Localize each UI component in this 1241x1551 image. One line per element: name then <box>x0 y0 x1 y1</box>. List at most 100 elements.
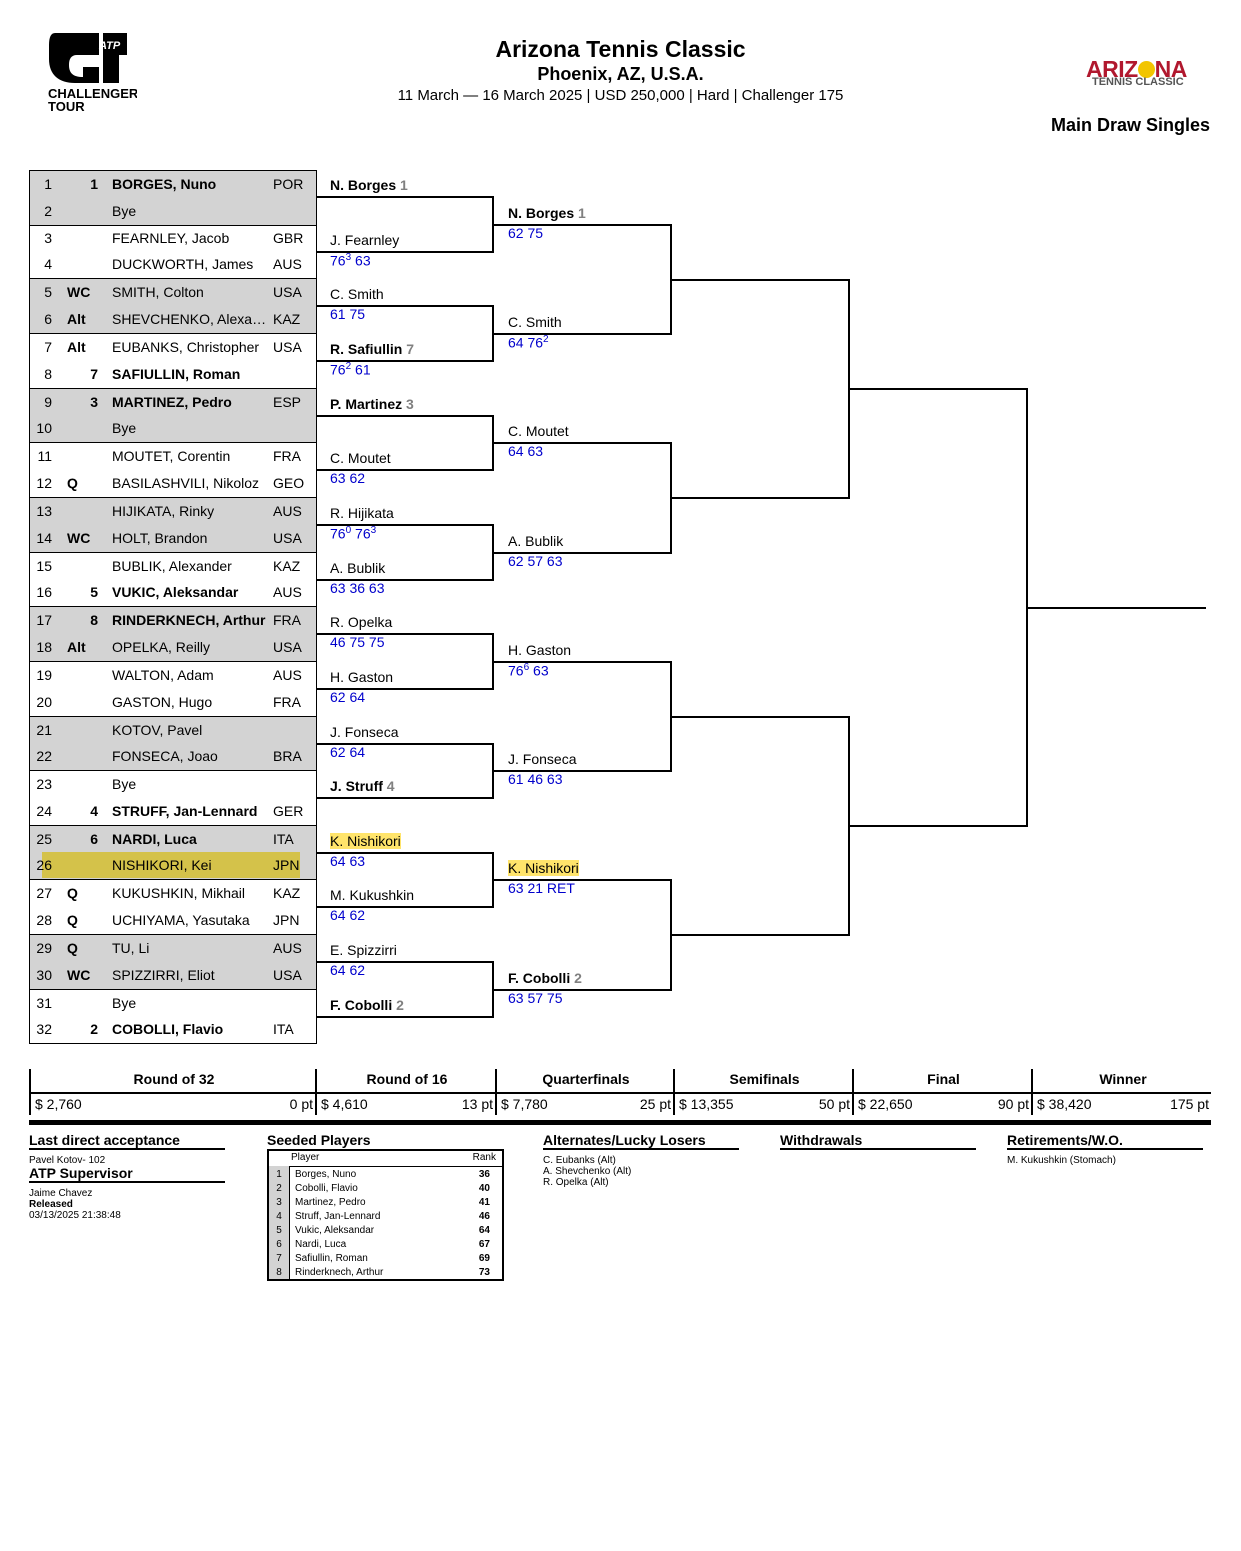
bracket-player-name: J. Fearnley <box>330 232 400 248</box>
entry-number: 19 <box>36 667 52 683</box>
bracket-line <box>1028 607 1206 609</box>
alternate-entry: C. Eubanks (Alt) <box>543 1155 616 1166</box>
seeded-table-header: Player Rank <box>269 1151 502 1167</box>
bracket-score: 64 62 <box>330 962 366 978</box>
entry-number: 32 <box>36 1021 52 1037</box>
bracket-line <box>672 934 850 936</box>
bracket-player-name: J. Fonseca <box>508 751 577 767</box>
bracket-line <box>492 196 494 251</box>
bracket-player-name: C. Moutet <box>508 423 569 439</box>
bracket-line <box>670 879 672 989</box>
entry-country: GEO <box>273 475 305 491</box>
seeded-player: Struff, Jan-Lennard <box>295 1211 381 1222</box>
bracket-score: 62 64 <box>330 689 366 705</box>
prize-round-label: Winner <box>1099 1071 1147 1087</box>
svg-text:TOUR: TOUR <box>48 99 85 113</box>
entry-tag: Alt <box>67 339 86 355</box>
seeded-rank: 73 <box>478 1267 490 1278</box>
entry-country: JPN <box>273 857 300 873</box>
entry-number: 6 <box>44 311 52 327</box>
seeded-title: Seeded Players <box>267 1132 371 1148</box>
entry-number: 21 <box>36 722 52 738</box>
entry-country: USA <box>273 530 302 546</box>
seeded-rank: 64 <box>478 1225 490 1236</box>
entry-tag: Q <box>67 885 78 901</box>
entry-number: 17 <box>36 612 52 628</box>
bracket-score: 62 64 <box>330 744 366 760</box>
seeded-player: Cobolli, Flavio <box>295 1183 358 1194</box>
bracket-line <box>850 388 1028 390</box>
prize-money: $ 2,760 <box>35 1096 82 1112</box>
bracket-line <box>670 442 672 552</box>
entry-country: GER <box>273 803 304 819</box>
entry-number: 23 <box>36 776 52 792</box>
seeded-rank: 41 <box>478 1197 490 1208</box>
bracket-player-name: R. Hijikata <box>330 505 394 521</box>
entry-seed: 2 <box>90 1021 98 1037</box>
bracket-line <box>316 961 494 963</box>
bracket-score: 61 46 63 <box>508 771 563 787</box>
entry-number: 8 <box>44 366 52 382</box>
entry-number: 1 <box>44 176 52 192</box>
prize-money: $ 7,780 <box>501 1096 548 1112</box>
bracket-score: 63 57 75 <box>508 990 563 1006</box>
bracket-player-name: P. Martinez 3 <box>330 396 414 412</box>
prize-points: 25 pt <box>639 1096 671 1112</box>
entry-tag: Q <box>67 912 78 928</box>
entry-tag: WC <box>67 530 91 546</box>
bracket-line <box>316 1016 494 1018</box>
withdrawals-title: Withdrawals <box>780 1132 976 1150</box>
entry-country: USA <box>273 967 302 983</box>
bracket-line <box>672 497 850 499</box>
prize-money: $ 4,610 <box>321 1096 368 1112</box>
prize-round-label: Round of 32 <box>133 1071 215 1087</box>
seeded-rank: 36 <box>478 1169 490 1180</box>
entry-number: 5 <box>44 284 52 300</box>
entry-country: FRA <box>273 694 301 710</box>
bracket-player-name: H. Gaston <box>330 669 394 685</box>
bracket-score: 762 61 <box>330 361 371 378</box>
tournament-title: Arizona Tennis Classic <box>495 36 746 62</box>
bracket-line <box>316 797 494 799</box>
entry-number: 13 <box>36 503 52 519</box>
bracket-score: 760 763 <box>330 525 377 542</box>
seeded-number: 3 <box>276 1197 282 1208</box>
entry-seed: 1 <box>90 176 98 192</box>
entry-tag: WC <box>67 284 91 300</box>
seeded-rank: 46 <box>478 1211 490 1222</box>
entry-tag: Alt <box>67 311 86 327</box>
prize-round-label: Round of 16 <box>366 1071 448 1087</box>
tournament-info: 11 March — 16 March 2025 | USD 250,000 |… <box>397 87 844 104</box>
bracket-player-name: F. Cobolli 2 <box>330 997 404 1013</box>
entry-number: 3 <box>44 230 52 246</box>
entry-country: USA <box>273 339 302 355</box>
entry-country: FRA <box>273 612 301 628</box>
bracket-line <box>316 906 494 908</box>
entry-country: AUS <box>273 940 302 956</box>
seeded-player: Borges, Nuno <box>295 1169 357 1180</box>
